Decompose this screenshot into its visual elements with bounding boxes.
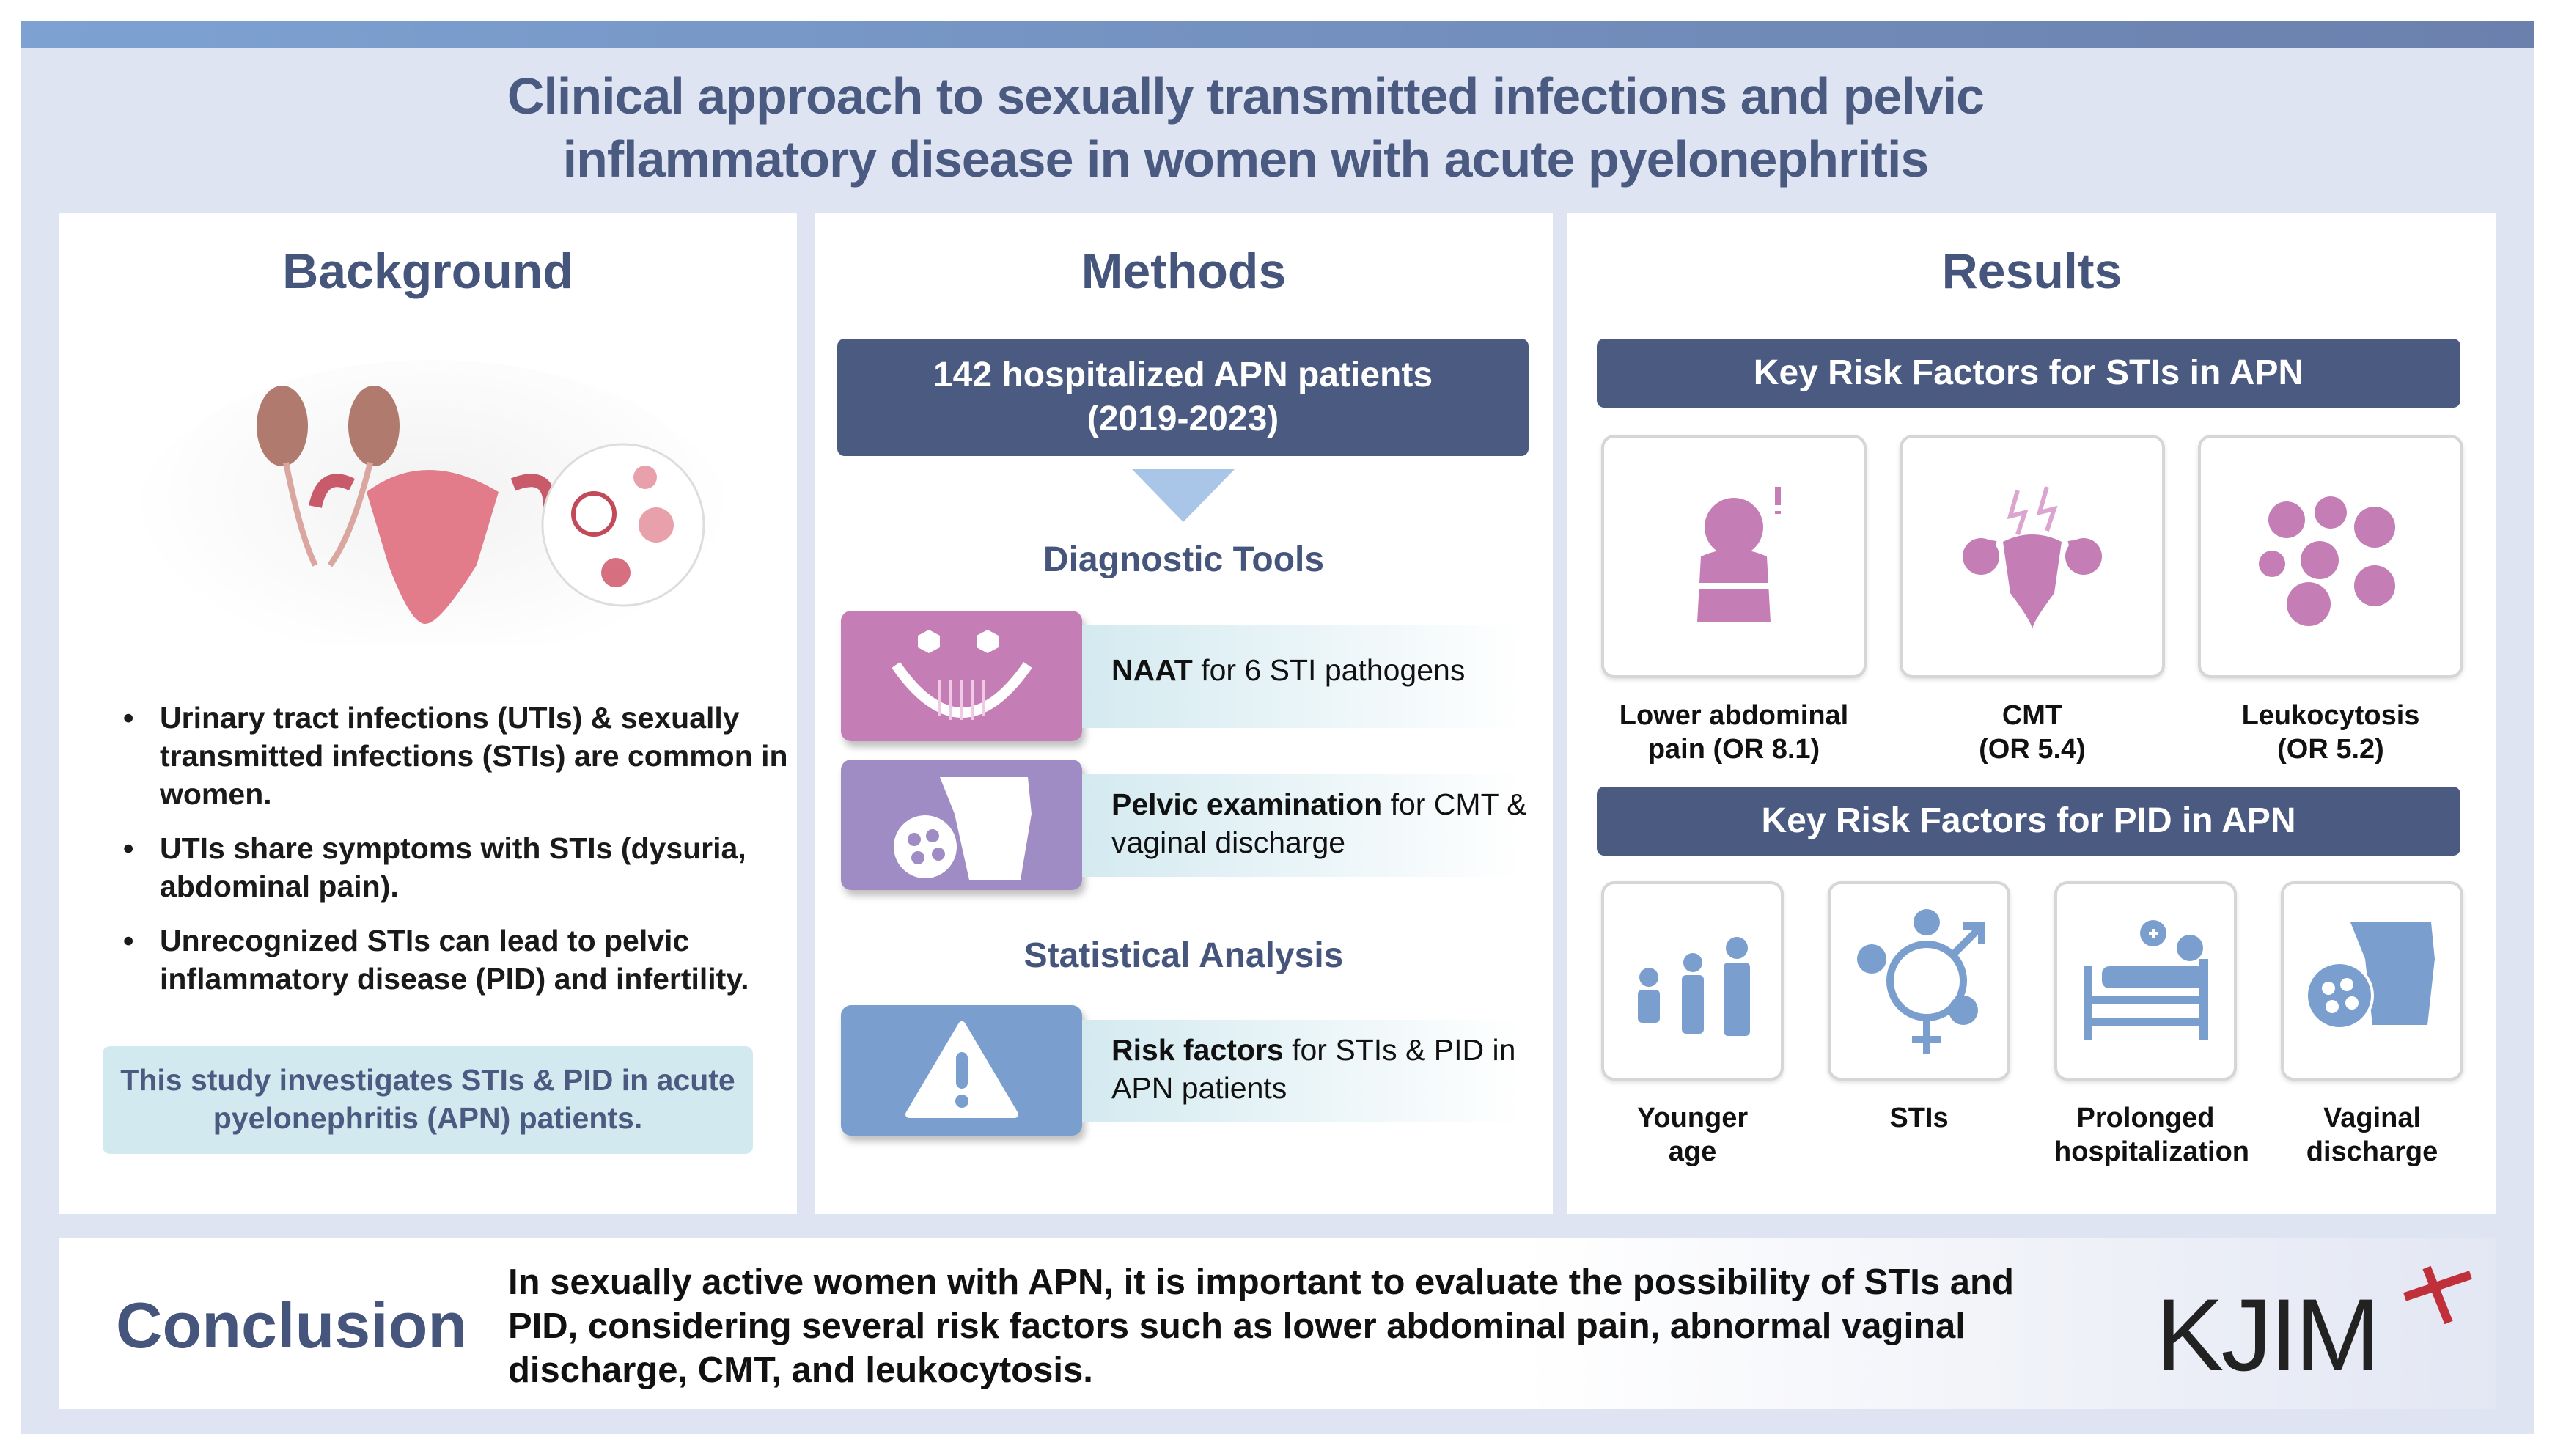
tool-text: NAAT for 6 STI pathogens bbox=[1111, 653, 1466, 687]
arrow-down-icon bbox=[1132, 469, 1235, 522]
uterus-icon bbox=[1900, 435, 2165, 678]
methods-section: Methods 142 hospitalized APN patients (20… bbox=[815, 213, 1553, 1214]
kjim-logo: KJIM bbox=[2155, 1265, 2472, 1392]
tool-naat: NAAT for 6 STI pathogens bbox=[841, 611, 1523, 743]
top-band bbox=[21, 21, 2534, 48]
conclusion-label: Conclusion bbox=[116, 1289, 468, 1361]
svg-text:KJIM: KJIM bbox=[2155, 1277, 2378, 1392]
background-section: Background Urinary tract infections (UTI… bbox=[59, 213, 797, 1214]
stomach-pain-icon bbox=[1601, 435, 1867, 678]
results-heading: Results bbox=[1941, 243, 2122, 299]
cohort-line-1: 142 hospitalized APN patients bbox=[933, 356, 1433, 394]
hospital-bed-icon bbox=[2054, 881, 2237, 1081]
sti-risk-header: Key Risk Factors for STIs in APN bbox=[1597, 339, 2460, 408]
tool-pelvic-exam: Pelvic examination for CMT & vaginal dis… bbox=[841, 760, 1527, 891]
methods-heading: Methods bbox=[1081, 243, 1287, 299]
sti-gender-virus-icon bbox=[1828, 881, 2010, 1081]
factor-label: STIs bbox=[1889, 1103, 1949, 1133]
pid-risk-header: Key Risk Factors for PID in APN bbox=[1597, 787, 2460, 856]
diagnostic-tools-heading: Diagnostic Tools bbox=[1043, 540, 1325, 579]
bullet-item: Urinary tract infections (UTIs) & sexual… bbox=[101, 699, 790, 813]
cohort-box: 142 hospitalized APN patients (2019-2023) bbox=[837, 339, 1529, 456]
tool-text: Risk factors for STIs & PID in APN patie… bbox=[1111, 1033, 1516, 1105]
tool-text: Pelvic examination for CMT & vaginal dis… bbox=[1111, 787, 1527, 859]
bullet-item: Unrecognized STIs can lead to pelvic inf… bbox=[101, 922, 790, 998]
title-line-2: inflammatory disease in women with acute… bbox=[562, 130, 1930, 188]
leukocyte-cells-icon bbox=[2198, 435, 2463, 678]
conclusion-section: Conclusion In sexually active women with… bbox=[59, 1238, 2496, 1409]
statistical-analysis-heading: Statistical Analysis bbox=[1023, 936, 1344, 975]
cohort-line-2: (2019-2023) bbox=[1087, 400, 1279, 438]
conclusion-text: In sexually active women with APN, it is… bbox=[508, 1262, 2014, 1390]
pelvic-exam-icon bbox=[841, 760, 1082, 890]
background-heading: Background bbox=[282, 243, 573, 299]
page-title: Clinical approach to sexually transmitte… bbox=[21, 65, 2470, 191]
dna-probe-icon bbox=[841, 611, 1082, 741]
title-line-1: Clinical approach to sexually transmitte… bbox=[507, 67, 1985, 125]
factor-label: Leukocytosis(OR 5.2) bbox=[2241, 700, 2420, 765]
urinary-reproductive-illustration bbox=[132, 360, 733, 646]
background-bullets: Urinary tract infections (UTIs) & sexual… bbox=[101, 699, 790, 1014]
tool-statistics: Risk factors for STIs & PID in APN patie… bbox=[841, 1005, 1523, 1137]
results-section: Results Key Risk Factors for STIs in APN… bbox=[1567, 213, 2496, 1214]
factor-label: CMT(OR 5.4) bbox=[1979, 700, 2086, 765]
bullet-item: UTIs share symptoms with STIs (dysuria, … bbox=[101, 829, 790, 905]
warning-icon bbox=[841, 1005, 1082, 1136]
vaginal-discharge-icon bbox=[2281, 881, 2463, 1081]
age-group-icon bbox=[1601, 881, 1784, 1081]
study-aim-box: This study investigates STIs & PID in ac… bbox=[103, 1046, 753, 1154]
